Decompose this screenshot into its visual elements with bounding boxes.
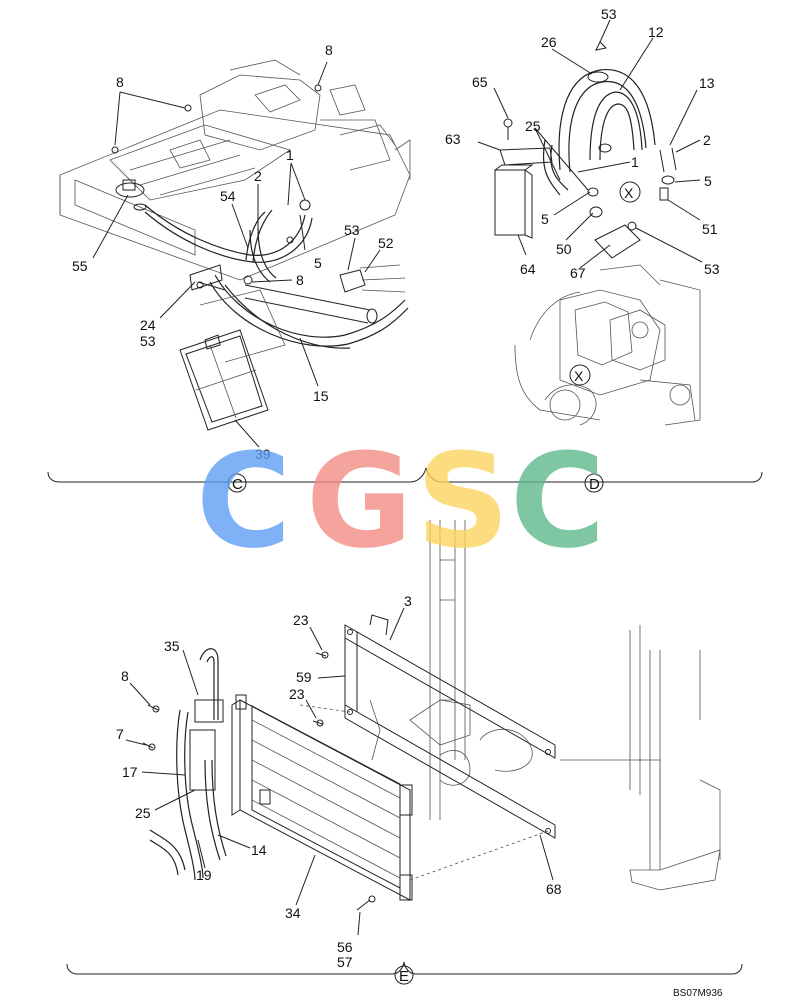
section-e-leaders	[125, 607, 554, 936]
callout-23: 23	[293, 612, 309, 628]
watermark-letter: C	[196, 425, 291, 577]
section-brace-e: E	[66, 961, 743, 985]
callout-3: 3	[404, 593, 412, 609]
callout-23: 23	[289, 686, 305, 702]
callout-52: 52	[378, 235, 394, 251]
section-d-marker: D	[589, 476, 600, 493]
callout-24: 24	[140, 317, 156, 333]
callout-56: 56	[337, 939, 353, 955]
section-d-drawing	[494, 41, 701, 426]
section-c-labels: 8 8 1 2 54 55 5 8 53 52 24 53 15 39	[72, 42, 394, 462]
callout-25: 25	[525, 118, 541, 134]
callout-55: 55	[72, 258, 88, 274]
callout-25: 25	[135, 805, 151, 821]
callout-59: 59	[296, 669, 312, 685]
callout-5: 5	[541, 211, 549, 227]
callout-53: 53	[704, 261, 720, 277]
section-d-labels: 53 26 12 65 13 25 63 2 1 5 X 5 51 50 53 …	[445, 6, 720, 384]
callout-14: 14	[251, 842, 267, 858]
callout-34: 34	[285, 905, 301, 921]
callout-2: 2	[703, 132, 711, 148]
callout-39: 39	[255, 446, 271, 462]
section-e-labels: 3 23 59 23 35 8 7 17 25 14 19 34 56 57 6…	[116, 593, 562, 970]
callout-57: 57	[337, 954, 353, 970]
callout-19: 19	[196, 867, 212, 883]
section-d-leaders	[477, 19, 703, 269]
watermark: C G S C	[196, 425, 605, 577]
section-c-marker: C	[232, 476, 243, 493]
section-c-leaders	[92, 61, 381, 448]
callout-7: 7	[116, 726, 124, 742]
callout-51: 51	[702, 221, 718, 237]
section-brace-cd: C D	[47, 467, 763, 493]
callout-26: 26	[541, 34, 557, 50]
callout-8: 8	[296, 272, 304, 288]
callout-8: 8	[116, 74, 124, 90]
callout-1: 1	[631, 154, 639, 170]
section-c-drawing	[59, 59, 411, 431]
watermark-letter: C	[510, 425, 605, 577]
callout-35: 35	[164, 638, 180, 654]
callout-67: 67	[570, 265, 586, 281]
section-e-marker: E	[399, 968, 409, 985]
callout-8: 8	[325, 42, 333, 58]
callout-13: 13	[699, 75, 715, 91]
callout-17: 17	[122, 764, 138, 780]
callout-12: 12	[648, 24, 664, 40]
callout-65: 65	[472, 74, 488, 90]
callout-5: 5	[314, 255, 322, 271]
callout-15: 15	[313, 388, 329, 404]
callout-54: 54	[220, 188, 236, 204]
callout-1: 1	[286, 147, 294, 163]
callout-64: 64	[520, 261, 536, 277]
callout-68: 68	[546, 881, 562, 897]
watermark-letter: G	[306, 425, 413, 577]
callout-5: 5	[704, 173, 712, 189]
callout-2: 2	[254, 168, 262, 184]
watermark-letter: S	[416, 425, 510, 577]
view-marker-x: X	[624, 185, 634, 201]
callout-63: 63	[445, 131, 461, 147]
callout-8: 8	[121, 668, 129, 684]
callout-53: 53	[601, 6, 617, 22]
section-e-drawing	[142, 520, 721, 911]
view-marker-x: X	[574, 368, 584, 384]
drawing-code: BS07M936	[673, 988, 723, 999]
callout-53: 53	[344, 222, 360, 238]
callout-53: 53	[140, 333, 156, 349]
callout-50: 50	[556, 241, 572, 257]
